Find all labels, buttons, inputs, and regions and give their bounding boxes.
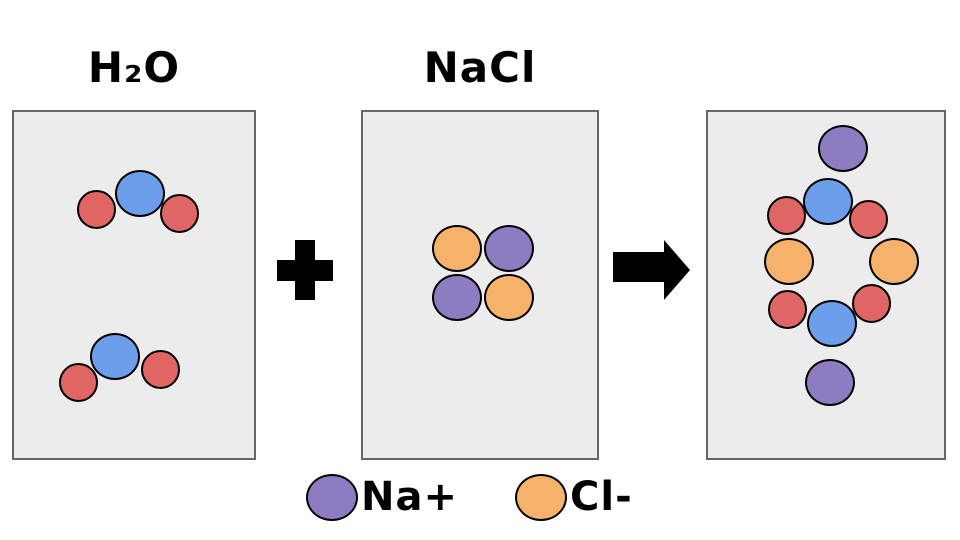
hydrogen-particle [140, 349, 180, 389]
hydrogen-particle [851, 283, 891, 323]
arrow-right-icon [613, 240, 690, 300]
oxygen-particle [807, 299, 857, 347]
plus-icon [277, 240, 333, 300]
oxygen-particle [90, 332, 140, 380]
hydrogen-particle [848, 199, 888, 239]
na-particle [432, 273, 482, 321]
hydrogen-particle [76, 189, 116, 229]
water-reactant-panel [12, 110, 256, 460]
oxygen-particle [803, 177, 853, 225]
na-particle [484, 224, 534, 272]
cl-particle [869, 237, 919, 285]
chloride-legend-label: Cl- [570, 474, 633, 520]
sodium-ion-swatch-icon [306, 473, 358, 521]
hydrogen-particle [766, 195, 806, 235]
chloride-ion-swatch-icon [515, 473, 567, 521]
oxygen-particle [115, 169, 165, 217]
legend-item-chloride: Cl- [515, 471, 633, 523]
hydrogen-particle [159, 193, 199, 233]
cl-particle [764, 237, 814, 285]
solution-product-panel [706, 110, 946, 460]
na-particle [818, 124, 868, 172]
water-panel-title: H₂O [87, 43, 181, 92]
cl-particle [484, 273, 534, 321]
sodium-legend-label: Na+ [361, 474, 458, 520]
hydrogen-particle [58, 362, 98, 402]
nacl-panel-title: NaCl [423, 43, 537, 92]
cl-particle [432, 224, 482, 272]
nacl-reactant-panel [361, 110, 599, 460]
na-particle [805, 358, 855, 406]
hydrogen-particle [767, 289, 807, 329]
legend-item-sodium: Na+ [306, 471, 458, 523]
